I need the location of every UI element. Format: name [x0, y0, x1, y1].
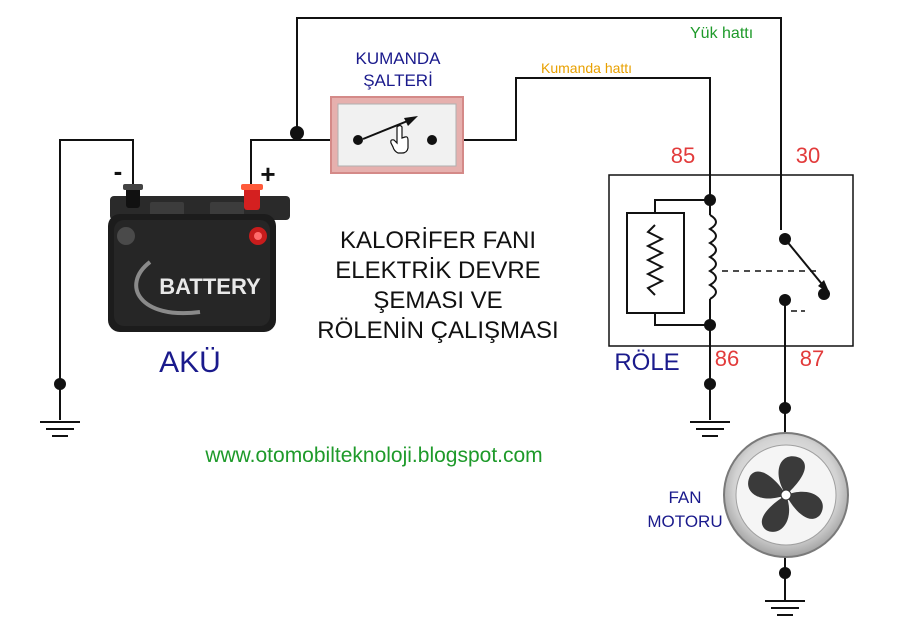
- switch-label-line2: ŞALTERİ: [363, 71, 433, 90]
- negative-terminal: [126, 186, 140, 208]
- battery-plus-sign: +: [260, 159, 275, 189]
- relay-pin-85: 85: [671, 143, 695, 168]
- ground-symbol-battery: [40, 421, 80, 437]
- hand-cursor-icon: [390, 124, 409, 154]
- relay-box: [608, 174, 854, 347]
- title-line-1: KALORİFER FANI: [340, 227, 536, 254]
- control-switch[interactable]: [330, 96, 464, 174]
- fan-motor: [723, 432, 849, 558]
- junction-dot: [779, 402, 791, 414]
- load-line-wire: [296, 17, 782, 230]
- ground-symbol-relay: [690, 421, 730, 437]
- junction-dot: [54, 378, 66, 390]
- battery: [108, 184, 290, 332]
- junction-dot: [779, 567, 791, 579]
- fan-blades-icon: [748, 456, 823, 532]
- diagram-title: KALORİFER FANI ELEKTRİK DEVRE ŞEMASI VE …: [317, 227, 558, 344]
- positive-terminal: [244, 186, 260, 210]
- title-line-2: ELEKTRİK DEVRE: [335, 257, 540, 284]
- wires: [59, 17, 786, 600]
- relay-pin-87: 87: [800, 346, 824, 371]
- junction-dot: [704, 378, 716, 390]
- relay-label: RÖLE: [614, 349, 679, 376]
- control-line-wire: [456, 77, 711, 200]
- load-line-label: Yük hattı: [690, 25, 753, 42]
- control-line-label: Kumanda hattı: [541, 60, 632, 76]
- battery-minus-sign: -: [114, 156, 123, 186]
- ground-symbol-fan: [765, 600, 805, 616]
- negative-wire: [59, 139, 134, 420]
- battery-brand-text: BATTERY: [159, 274, 261, 299]
- title-line-4: RÖLENİN ÇALIŞMASI: [317, 317, 558, 344]
- website-link[interactable]: www.otomobilteknoloji.blogspot.com: [204, 444, 542, 467]
- fan-label-line2: MOTORU: [647, 512, 722, 531]
- title-line-3: ŞEMASI VE: [373, 287, 502, 314]
- junction-dots: [54, 126, 791, 579]
- switch-label-line1: KUMANDA: [355, 49, 441, 68]
- relay-pin-30: 30: [796, 143, 820, 168]
- relay: [608, 174, 854, 347]
- relay-pin-86: 86: [715, 346, 739, 371]
- positive-wire: [250, 139, 336, 188]
- junction-dot: [290, 126, 304, 140]
- fan-label-line1: FAN: [668, 488, 701, 507]
- battery-label: AKÜ: [159, 346, 221, 379]
